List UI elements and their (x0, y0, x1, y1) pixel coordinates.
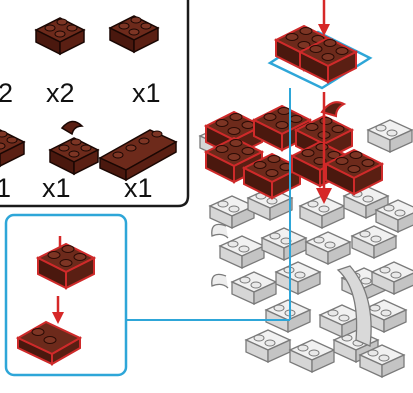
part-clip-brick-left-icon (0, 129, 25, 167)
grey-model (199, 119, 413, 378)
placement-arrow (289, 88, 332, 320)
sub-assembly-callout (4, 213, 290, 377)
part-qty-6: x1 (124, 173, 153, 203)
sub-brick-1x2-icon (15, 320, 83, 366)
part-2x3-brick-icon (109, 15, 159, 53)
parts-list-panel: 2 x2 x1 1 x1 x1 (0, 0, 190, 208)
part-qty-4: 1 (0, 173, 11, 203)
part-1x4-brick-icon (98, 129, 178, 182)
part-qty-2: x2 (46, 78, 75, 108)
part-qty-3: x1 (132, 78, 161, 108)
part-qty-5: x1 (42, 173, 71, 203)
part-2x2-brick-icon (35, 17, 85, 55)
part-qty-1: 2 (0, 78, 13, 108)
part-clip-brick-icon (49, 120, 99, 175)
incoming-brick (267, 0, 373, 90)
brown-top-layer (205, 101, 383, 199)
